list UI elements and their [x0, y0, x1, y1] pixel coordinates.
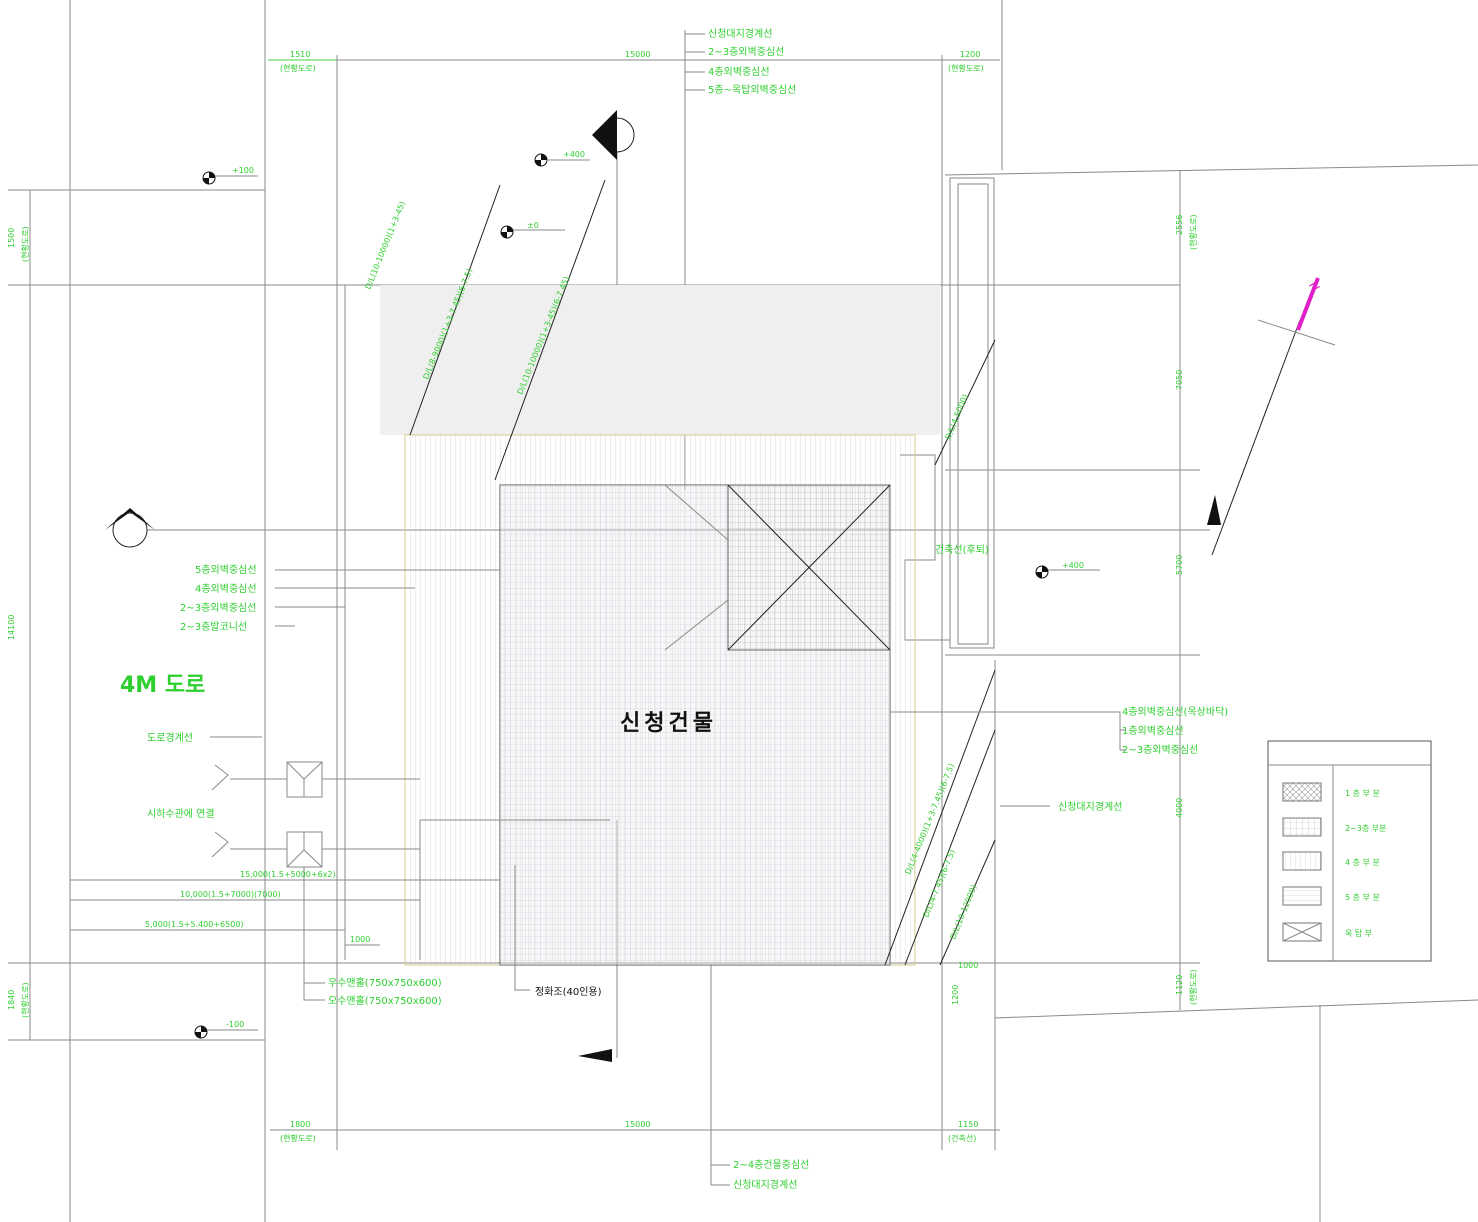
level-marker-3: ±0	[500, 221, 565, 239]
label-top-0: 신청대지경계선	[708, 27, 772, 40]
dim-top-right: 1200	[960, 50, 980, 59]
label-top-3: 5층~옥탑외벽중심선	[708, 84, 796, 96]
dimensions-top: 1510 (현황도로) 15000 1200 (현황도로)	[268, 50, 984, 73]
level-marker-4: +400	[1035, 561, 1100, 579]
diag-right-2: D/L(4-7.45)(6-7.5)	[922, 848, 957, 918]
arrow-marker-right	[1207, 495, 1221, 525]
drainage-system: 도로경계선 시하수관에 연결 우수맨홀(750x750x600) 오수맨홀(75…	[147, 731, 602, 1007]
labels-left-group: 5층외벽중심선 4층외벽중심선 2~3층외벽중심선 2~3층발코니선	[180, 564, 500, 633]
legend-item-3: 5 층 부 분	[1282, 886, 1380, 906]
label-bottom-1: 신청대지경계선	[733, 1178, 797, 1191]
legend-label-3: 5 층 부 분	[1345, 893, 1380, 902]
label-left-2: 2~3층외벽중심선	[180, 602, 256, 614]
dim-bottom-right: 1150	[958, 1120, 978, 1129]
road-label: 4M 도로	[120, 673, 205, 698]
label-right-1: 1층외벽중심선	[1122, 725, 1184, 737]
legend-item-2: 4 층 부 분	[1282, 851, 1380, 871]
pipe-label-0: 우수맨홀(750x750x600)	[328, 976, 442, 989]
legend-label-2: 4 층 부 분	[1345, 858, 1380, 867]
dim-top-right-sub: (현황도로)	[948, 63, 984, 73]
legend-label-1: 2~3층 부분	[1345, 824, 1387, 833]
label-left-0: 5층외벽중심선	[195, 564, 257, 576]
dim-right-d2: 7050	[1175, 370, 1184, 390]
level-markers: +100 +400 ±0 +400 -100	[194, 150, 1100, 1039]
legend-item-1: 2~3층 부분	[1282, 817, 1387, 837]
dim-left-mid: 14100	[7, 615, 16, 640]
septic-label: 정화조(40인용)	[535, 986, 602, 998]
dim-top-left: 1510	[290, 50, 310, 59]
dim-right-bottom-sub: (현황도로)	[1188, 969, 1198, 1005]
label-boundary-right: 신청대지경계선	[1058, 800, 1122, 813]
dim-right-top-sub: (현황도로)	[1188, 214, 1198, 250]
dim-top-mid: 15000	[625, 50, 650, 59]
dim-right-top: 2556	[1175, 215, 1184, 235]
legend-item-4: 옥 탑 부	[1282, 922, 1372, 942]
dimensions-left: 1500 (현황도로) 14100 1840 (현황도로)	[7, 226, 30, 1018]
dim-1000b: 1000	[958, 961, 978, 970]
level-marker-1: +100	[202, 166, 258, 185]
offset-line-1: 10,000(1.5+7000)(7000)	[180, 890, 281, 899]
label-top-1: 2~3층외벽중심선	[708, 46, 784, 58]
labels-right-group: 4층외벽중심선(옥상바닥) 1층외벽중심선 2~3층외벽중심선 신청대지경계선 …	[890, 544, 1228, 813]
label-top-2: 4층외벽중심선	[708, 66, 770, 78]
dim-left-top: 1500	[7, 228, 16, 248]
level-label-4: +400	[1062, 561, 1084, 570]
dim-left-bottom: 1840	[7, 990, 16, 1010]
pipe-label-1: 오수맨홀(750x750x600)	[328, 994, 442, 1007]
diag-right-0: D/L(4-5000)	[944, 393, 970, 441]
level-marker-2: +400	[534, 150, 590, 167]
dim-left-top-sub: (현황도로)	[20, 226, 30, 262]
north-label: N	[1306, 279, 1323, 294]
section-marker-left	[105, 508, 155, 548]
level-label-5: -100	[226, 1020, 244, 1029]
legend-label-4: 옥 탑 부	[1345, 929, 1372, 938]
level-marker-5: -100	[194, 1020, 258, 1039]
dim-right-d3: 5700	[1175, 555, 1184, 575]
north-arrow: N	[1257, 277, 1336, 346]
dim-left-bottom-sub: (현황도로)	[20, 982, 30, 1018]
building-label: 신청건물	[620, 711, 717, 736]
dim-1200: 1200	[951, 985, 960, 1005]
diag-left-0: D/L(10-10000)(1+3-45)	[364, 200, 408, 291]
legend-item-0: 1 층 부 분	[1282, 782, 1380, 802]
legend-label-0: 1 층 부 분	[1345, 789, 1380, 798]
dim-right-bottom: 1120	[1175, 975, 1184, 995]
offset-dimension-lines: 15,000(1.5+5000+6x2) 10,000(1.5+7000)(70…	[70, 870, 978, 1005]
labels-top-group: 신청대지경계선 2~3층외벽중심선 4층외벽중심선 5층~옥탑외벽중심선	[685, 27, 796, 96]
dim-bottom-right-sub: (건축선)	[948, 1133, 976, 1143]
label-bottom-0: 2~4층건물중심선	[733, 1159, 809, 1171]
labels-bottom-group: 2~4층건물중심선 신청대지경계선	[711, 1159, 809, 1191]
dim-bottom-left-sub: (현황도로)	[280, 1133, 316, 1143]
label-building-line: 건축선(후퇴)	[935, 544, 989, 556]
diag-right-3: D/L(10-12000)	[949, 884, 979, 941]
label-left-3: 2~3층발코니선	[180, 621, 247, 633]
label-road-boundary: 도로경계선	[147, 731, 193, 744]
label-left-1: 4층외벽중심선	[195, 583, 257, 595]
site-frame-lines	[8, 0, 1478, 1222]
dimensions-bottom: 1800 (현황도로) 15000 1150 (건축선)	[280, 1120, 978, 1143]
section-marker-top	[592, 110, 635, 160]
setback-diagonals	[409, 179, 1301, 966]
label-right-0: 4층외벽중심선(옥상바닥)	[1122, 706, 1228, 718]
dim-bottom-left: 1800	[290, 1120, 310, 1129]
dimensions-right: 2556 (현황도로) 7050 5700 4000 1120 (현황도로)	[1175, 214, 1198, 1005]
building-footprint	[380, 285, 940, 966]
dim-1000a: 1000	[350, 935, 370, 944]
label-right-2: 2~3층외벽중심선	[1122, 744, 1198, 756]
arrow-marker-bottom	[578, 1049, 612, 1062]
dim-right-d4: 4000	[1175, 798, 1184, 818]
level-label-3: ±0	[527, 221, 539, 230]
level-label-2: +400	[563, 150, 585, 159]
level-label-1: +100	[232, 166, 254, 175]
dim-top-left-sub: (현황도로)	[280, 63, 316, 73]
offset-line-2: 5,000(1.5+5.400+6500)	[145, 920, 244, 929]
offset-line-0: 15,000(1.5+5000+6x2)	[240, 870, 336, 879]
legend: 1 층 부 분 2~3층 부분 4 층 부 분 5 층 부 분 옥 탑 부	[1267, 740, 1432, 962]
label-sewer: 시하수관에 연결	[147, 807, 215, 820]
dim-bottom-mid: 15000	[625, 1120, 650, 1129]
